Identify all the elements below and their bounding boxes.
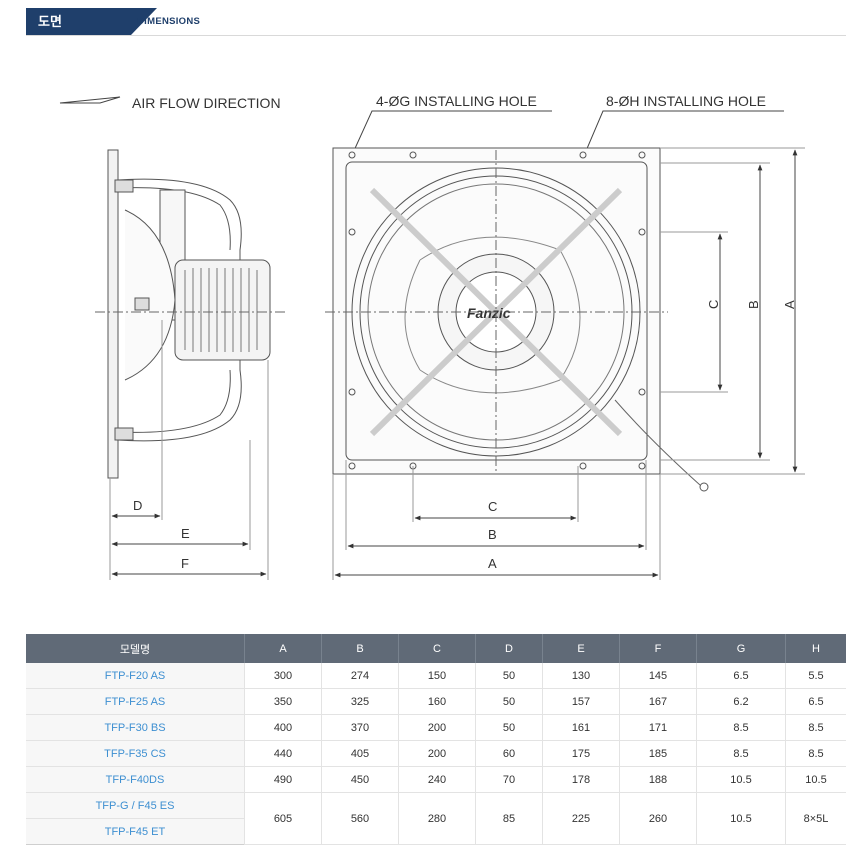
table-row: FTP-F20 AS 300 274 150 50 130 145 6.5 5.… <box>26 663 846 689</box>
cell-g: 10.5 <box>696 792 786 845</box>
cell-h: 6.5 <box>785 688 846 715</box>
dim-b-horizontal: B <box>488 527 497 542</box>
col-b: B <box>321 634 399 663</box>
leader-lines <box>351 110 784 159</box>
cell-b: 450 <box>321 766 399 793</box>
cell-model: TFP-F40DS <box>26 766 245 793</box>
cell-g: 6.5 <box>696 663 786 689</box>
cell-d: 70 <box>475 766 543 793</box>
col-a: A <box>244 634 322 663</box>
dim-e-label: E <box>181 526 190 541</box>
cell-b: 405 <box>321 740 399 767</box>
section-header: 도면 DIMENSIONS <box>26 8 846 36</box>
cell-d: 60 <box>475 740 543 767</box>
front-view <box>332 147 709 492</box>
cell-g: 8.5 <box>696 714 786 741</box>
cell-h: 5.5 <box>785 663 846 689</box>
dim-d-label: D <box>133 498 142 513</box>
cell-e: 157 <box>542 688 620 715</box>
section-subtitle: DIMENSIONS <box>137 16 201 27</box>
col-model: 모델명 <box>26 634 245 663</box>
cell-a: 400 <box>244 714 322 741</box>
dim-c-vertical: C <box>706 300 721 309</box>
dim-a-vertical: A <box>782 300 797 309</box>
cell-b: 370 <box>321 714 399 741</box>
cell-e: 175 <box>542 740 620 767</box>
dim-b-vertical: B <box>746 300 761 309</box>
front-horizontal-dimensions <box>332 460 661 580</box>
table-row: TFP-G / F45 ES 605 560 280 85 225 260 10… <box>26 792 846 845</box>
cell-c: 160 <box>398 688 476 715</box>
cell-a: 490 <box>244 766 322 793</box>
cell-e: 178 <box>542 766 620 793</box>
table-row: FTP-F25 AS 350 325 160 50 157 167 6.2 6.… <box>26 688 846 715</box>
cell-g: 8.5 <box>696 740 786 767</box>
col-f: F <box>619 634 697 663</box>
brand-logo: Fanzic <box>467 305 511 321</box>
cell-c: 240 <box>398 766 476 793</box>
cell-f: 171 <box>619 714 697 741</box>
section-title: 도면 <box>26 8 131 35</box>
dimension-drawing: AIR FLOW DIRECTION 4-ØG INSTALLING HOLE … <box>59 93 805 580</box>
cell-model: TFP-F35 CS <box>26 740 245 767</box>
cell-b: 325 <box>321 688 399 715</box>
table-row: TFP-F35 CS 440 405 200 60 175 185 8.5 8.… <box>26 740 846 767</box>
cell-b: 274 <box>321 663 399 689</box>
cell-a: 605 <box>244 792 322 845</box>
cell-e: 161 <box>542 714 620 741</box>
table-row: TFP-F30 BS 400 370 200 50 161 171 8.5 8.… <box>26 714 846 741</box>
col-c: C <box>398 634 476 663</box>
side-view <box>107 149 271 479</box>
hole-h-label: 8-ØH INSTALLING HOLE <box>606 93 766 109</box>
tab-notch <box>131 8 157 35</box>
cell-model: TFP-F45 ET <box>26 818 245 845</box>
col-d: D <box>475 634 543 663</box>
cell-c: 150 <box>398 663 476 689</box>
cell-f: 167 <box>619 688 697 715</box>
cell-model: FTP-F20 AS <box>26 663 245 689</box>
cell-d: 50 <box>475 688 543 715</box>
dim-f-label: F <box>181 556 189 571</box>
col-h: H <box>785 634 846 663</box>
cell-d: 50 <box>475 663 543 689</box>
cell-model: FTP-F25 AS <box>26 688 245 715</box>
cell-model: TFP-F30 BS <box>26 714 245 741</box>
vertical-dimensions <box>660 147 805 475</box>
cell-b: 560 <box>321 792 399 845</box>
airflow-label: AIR FLOW DIRECTION <box>132 95 281 111</box>
cell-d: 50 <box>475 714 543 741</box>
cell-model: TFP-G / F45 ES <box>26 792 245 819</box>
cell-g: 6.2 <box>696 688 786 715</box>
cell-e: 225 <box>542 792 620 845</box>
cell-e: 130 <box>542 663 620 689</box>
table-row: TFP-F40DS 490 450 240 70 178 188 10.5 10… <box>26 766 846 793</box>
cell-f: 185 <box>619 740 697 767</box>
cell-a: 350 <box>244 688 322 715</box>
cell-f: 260 <box>619 792 697 845</box>
col-e: E <box>542 634 620 663</box>
dim-c-horizontal: C <box>488 499 497 514</box>
cell-d: 85 <box>475 792 543 845</box>
cell-f: 188 <box>619 766 697 793</box>
cell-h: 10.5 <box>785 766 846 793</box>
col-g: G <box>696 634 786 663</box>
cell-h: 8.5 <box>785 740 846 767</box>
cell-c: 280 <box>398 792 476 845</box>
dim-a-horizontal: A <box>488 556 497 571</box>
cell-a: 300 <box>244 663 322 689</box>
cell-c: 200 <box>398 740 476 767</box>
cell-a: 440 <box>244 740 322 767</box>
hole-g-label: 4-ØG INSTALLING HOLE <box>376 93 537 109</box>
cell-h: 8.5 <box>785 714 846 741</box>
spec-table: 모델명 A B C D E F G H FTP-F20 AS 300 274 1… <box>26 634 846 845</box>
table-row: TFP-F45 ET <box>26 818 846 845</box>
cell-c: 200 <box>398 714 476 741</box>
airflow-arrow-icon <box>59 96 121 104</box>
table-header-row: 모델명 A B C D E F G H <box>26 634 846 663</box>
cell-g: 10.5 <box>696 766 786 793</box>
cell-h: 8×5L <box>785 792 846 845</box>
cell-f: 145 <box>619 663 697 689</box>
side-horizontal-dimensions <box>109 320 269 580</box>
